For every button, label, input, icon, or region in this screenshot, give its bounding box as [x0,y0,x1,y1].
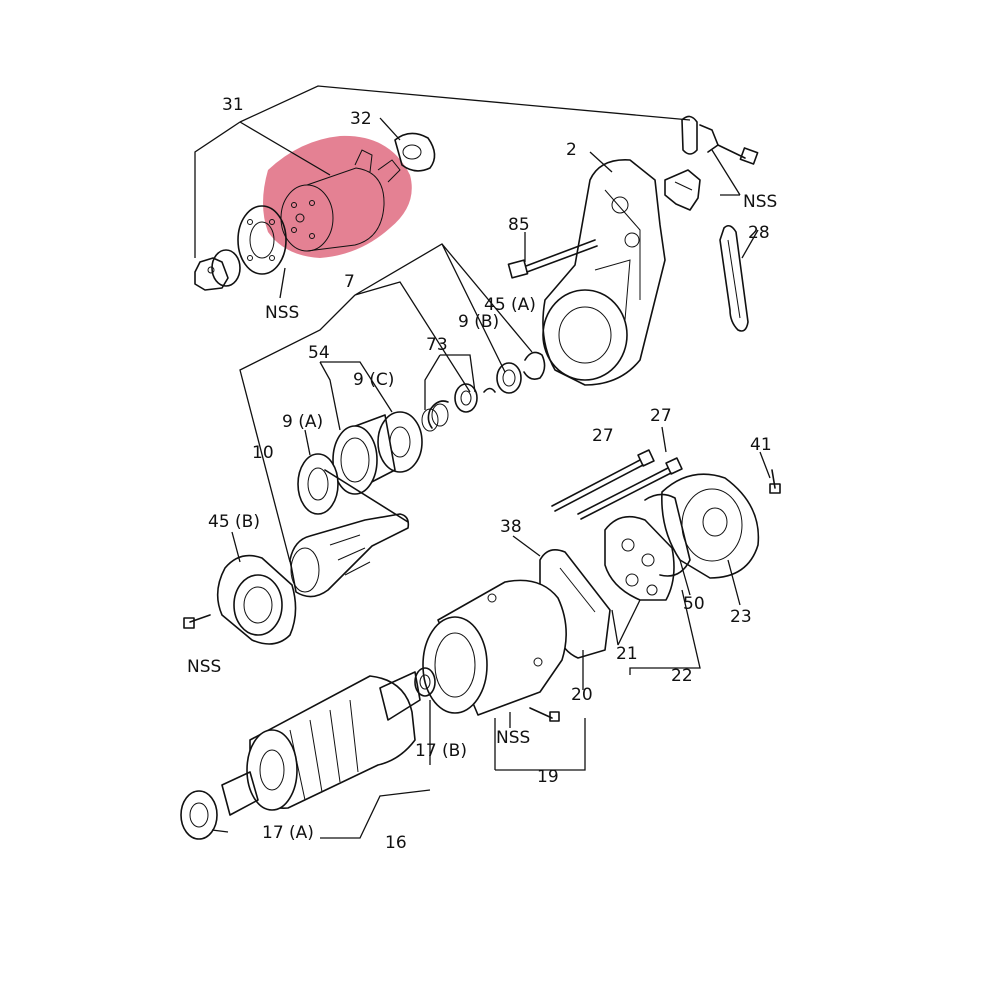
rear-bearing [414,667,436,697]
callout-38: 38 [500,517,522,537]
pinion-shaft [289,513,410,598]
drive-housing [542,159,666,386]
leader-lines [194,85,771,839]
callout-17b: 17 (B) [415,741,467,761]
shift-lever [719,224,749,332]
callout-7: 7 [344,272,355,292]
brush-holder [604,515,675,601]
nss-label-3: NSS [187,657,221,677]
callout-21: 21 [616,644,638,664]
front-end-frame [183,554,297,645]
callout-20: 20 [571,685,593,705]
solenoid-switch [280,149,401,252]
callout-2: 2 [566,140,577,160]
callout-27a: 27 [592,426,614,446]
callout-22: 22 [671,666,693,686]
callout-45a: 45 (A) [484,295,536,315]
housing-bolt [507,239,598,279]
armature [180,671,421,840]
callout-73: 73 [426,335,448,355]
callout-54: 54 [308,343,330,363]
pinion-spring-set [421,383,496,432]
callout-85: 85 [508,215,530,235]
callout-17a: 17 (A) [262,823,314,843]
nss-label-4: NSS [496,728,530,748]
rear-cover [644,469,781,579]
bolt-assembly [681,115,759,165]
plunger-boot [194,249,241,291]
callout-9c: 9 (C) [353,370,394,390]
callout-16: 16 [385,833,407,853]
callout-labels: 31 32 2 85 28 NSS NSS 7 45 (A) 9 (B) 54 … [187,95,777,853]
through-bolts [551,449,683,520]
snap-ring-and-bearing [496,351,546,394]
callout-19: 19 [537,767,559,787]
callout-9a: 9 (A) [282,412,323,432]
yoke-field-assembly [422,579,567,722]
callout-31: 31 [222,95,244,115]
solenoid-gasket [237,205,287,275]
callout-41: 41 [750,435,772,455]
terminal-cap [394,132,436,172]
callout-50: 50 [683,594,705,614]
callout-9b: 9 (B) [458,312,499,332]
callout-23: 23 [730,607,752,627]
callout-32: 32 [350,109,372,129]
callout-27b: 27 [650,406,672,426]
callout-10: 10 [252,443,274,463]
callout-28: 28 [748,223,770,243]
nss-label-2: NSS [265,303,299,323]
nss-label-1: NSS [743,192,777,212]
overrunning-clutch [297,411,423,523]
solenoid-highlight [263,135,412,258]
callout-45b: 45 (B) [208,512,260,532]
nss-clamp [664,169,701,211]
